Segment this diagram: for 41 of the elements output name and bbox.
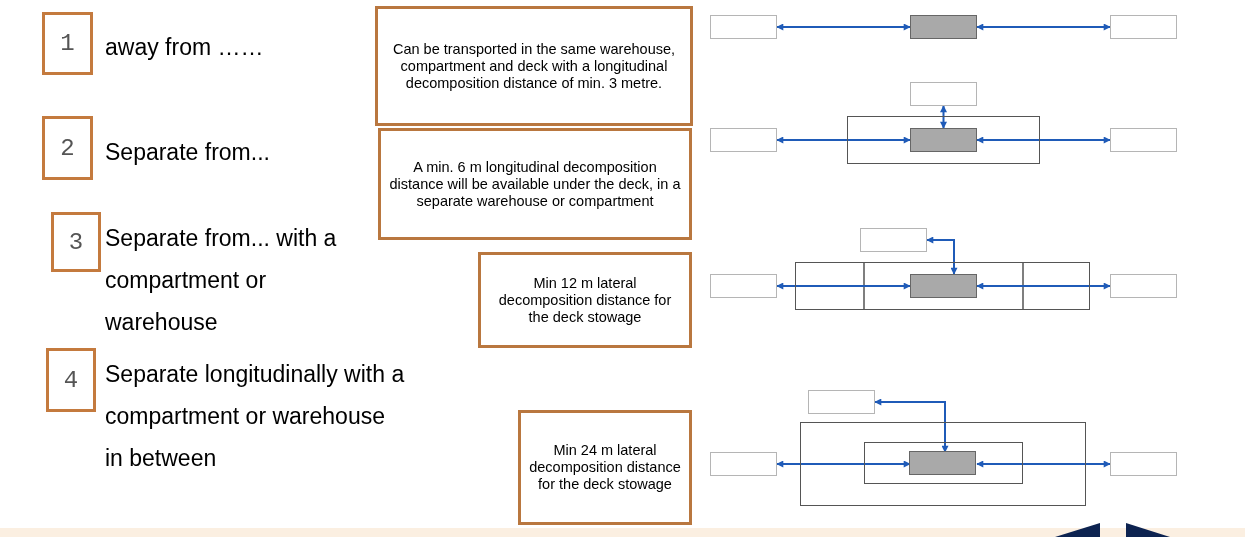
description-box: A min. 6 m longitudinal decomposition distance will be available under the deck, in a separate warehouse or compartment (378, 128, 692, 240)
container-box (795, 262, 1090, 310)
shaded-box (909, 451, 976, 475)
number-box: 3 (51, 212, 101, 272)
double-arrow (976, 460, 1111, 468)
number-box: 1 (42, 12, 93, 75)
empty-box (710, 452, 777, 476)
double-arrow (776, 460, 911, 468)
empty-box (710, 128, 777, 152)
double-arrow (776, 23, 911, 31)
empty-box (710, 15, 777, 39)
shaded-box (909, 273, 977, 298)
double-arrow (976, 282, 1111, 290)
double-arrow (976, 23, 1111, 31)
double-arrow (776, 282, 911, 290)
shaded-box (909, 127, 977, 152)
empty-box (1110, 128, 1177, 152)
description-box: Min 12 m lateral decomposition distance for the deck stowage (478, 252, 692, 348)
double-arrow (976, 136, 1111, 144)
container-box (800, 422, 1086, 506)
double-arrow (940, 105, 947, 129)
double-arrow (926, 236, 958, 275)
double-arrow (776, 136, 911, 144)
shaded-box (910, 15, 977, 39)
empty-box (808, 390, 875, 414)
rule-label: Separate from... with a compartment or warehouse (105, 224, 338, 337)
rule-label: Separate from... (105, 138, 271, 167)
container-box (847, 116, 1040, 164)
empty-box (710, 274, 777, 298)
empty-box (1110, 452, 1177, 476)
container-box (863, 441, 1023, 484)
number-box: 4 (46, 348, 96, 412)
empty-box (860, 228, 927, 252)
description-box: Min 24 m lateral decomposition distance for the deck stowage (518, 410, 692, 525)
rule-label: Separate longitudinally with a compartment or warehouse in between (105, 360, 406, 473)
empty-box (910, 82, 977, 106)
description-box: Can be transported in the same warehouse, compartment and deck with a longitudinal decomposition distance of min. 3 metre. (375, 6, 693, 126)
empty-box (1110, 15, 1177, 39)
number-box: 2 (42, 116, 93, 180)
empty-box (1110, 274, 1177, 298)
double-arrow (874, 398, 949, 453)
